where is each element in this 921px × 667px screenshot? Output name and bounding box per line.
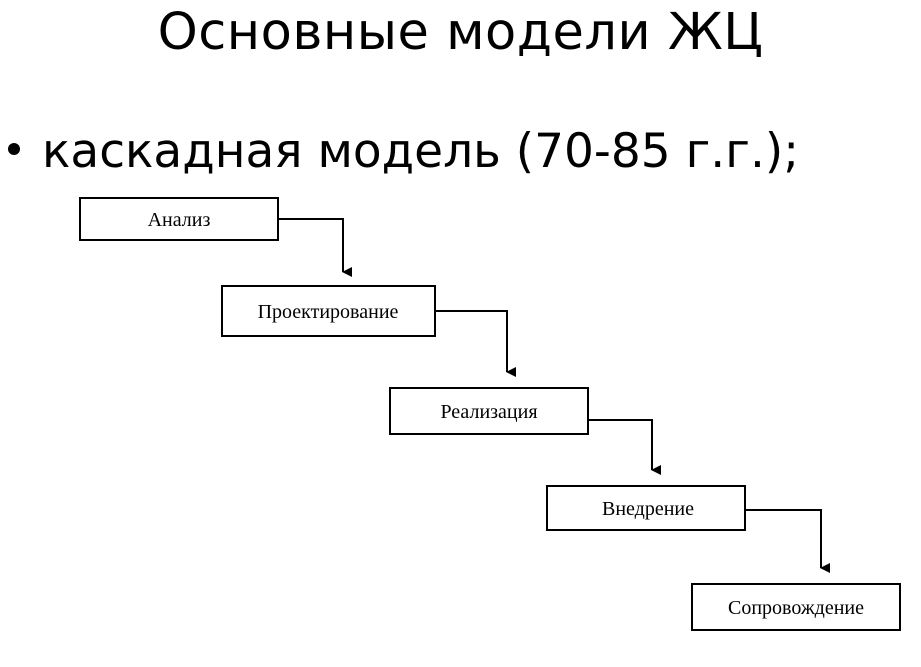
connector-arrow <box>278 218 352 277</box>
stage-box <box>389 387 589 435</box>
stage-label: Реализация <box>440 401 537 423</box>
stage-label: Сопровождение <box>728 597 864 619</box>
slide-title: Основные модели ЖЦ <box>157 3 764 62</box>
stage-label: Внедрение <box>602 498 694 520</box>
stage-design: Проектирование <box>221 285 436 337</box>
stage-box <box>546 485 746 531</box>
stage-label: Проектирование <box>258 301 399 323</box>
bullet-item: каскадная модель (70-85 г.г.); <box>8 122 799 182</box>
stage-implementation: Реализация <box>389 387 589 435</box>
bullet-text: каскадная модель (70-85 г.г.); <box>42 124 800 179</box>
stage-box <box>691 583 901 631</box>
connector-arrow <box>745 509 830 573</box>
stage-analysis: Анализ <box>79 197 279 241</box>
connector-arrow <box>435 310 516 377</box>
stage-label: Анализ <box>148 209 211 231</box>
stage-maintenance: Сопровождение <box>691 583 901 631</box>
connector-arrow <box>588 419 661 475</box>
stage-deployment: Внедрение <box>546 485 746 531</box>
stage-box <box>221 285 436 337</box>
bullet-dot-icon <box>8 142 20 155</box>
